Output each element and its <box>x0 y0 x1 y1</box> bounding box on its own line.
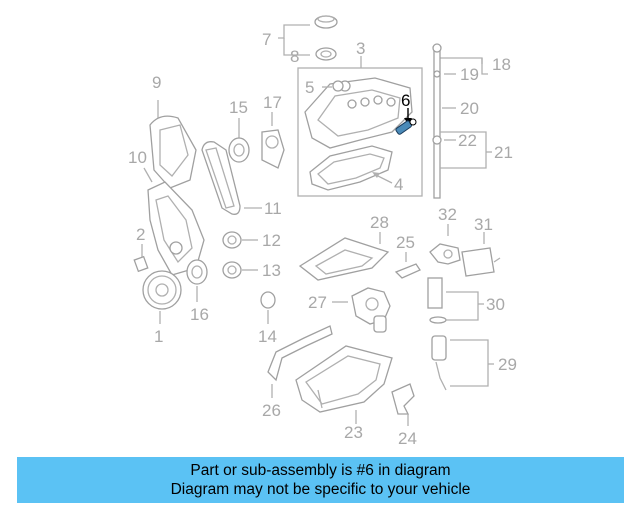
banner-line-1: Part or sub-assembly is #6 in diagram <box>190 462 451 479</box>
timing-cover-upper-part <box>149 115 197 189</box>
callout-5: 5 <box>305 78 314 97</box>
valve-cover-group-box <box>297 67 423 197</box>
callout-28: 28 <box>370 213 389 232</box>
callout-6: 6 <box>401 91 410 110</box>
callout-11: 11 <box>264 199 282 218</box>
oil-baffle-part <box>298 237 390 281</box>
callout-8: 8 <box>290 47 299 66</box>
callout-14: 14 <box>258 327 277 346</box>
callout-21: 21 <box>494 143 513 162</box>
callout-24: 24 <box>398 429 417 448</box>
engine-parts-diagram: 1 2 3 4 5 6 7 8 9 10 11 12 13 14 15 16 1… <box>128 15 517 448</box>
callout-2: 2 <box>136 225 145 244</box>
callout-31: 31 <box>474 215 493 234</box>
callout-27: 27 <box>308 293 327 312</box>
callout-20: 20 <box>460 99 479 118</box>
crank-pulley-part <box>142 270 182 310</box>
callout-9: 9 <box>152 73 161 92</box>
callout-3: 3 <box>356 39 365 58</box>
valve-cover-gasket-part <box>309 145 393 191</box>
oil-pump-part <box>351 287 391 325</box>
callout-19: 19 <box>460 65 479 84</box>
banner-line-2: Diagram may not be specific to your vehi… <box>170 481 471 498</box>
callout-17: 17 <box>263 93 282 112</box>
callout-12: 12 <box>262 231 281 250</box>
callout-10: 10 <box>128 148 147 167</box>
callout-15: 15 <box>229 98 248 117</box>
callout-16: 16 <box>190 305 209 324</box>
callout-18: 18 <box>492 55 511 74</box>
oil-pan-part <box>295 345 393 413</box>
info-banner: Part or sub-assembly is #6 in diagram Di… <box>17 457 624 503</box>
callout-22: 22 <box>458 131 477 150</box>
callout-1: 1 <box>154 327 163 346</box>
callout-26: 26 <box>262 401 281 420</box>
callout-32: 32 <box>438 205 457 224</box>
valve-cover-part <box>304 77 413 149</box>
callout-23: 23 <box>344 423 363 442</box>
callout-30: 30 <box>486 295 505 314</box>
callout-13: 13 <box>262 261 281 280</box>
callout-7: 7 <box>262 30 271 49</box>
callout-29: 29 <box>498 355 517 374</box>
oil-pan-gasket-part <box>267 325 333 382</box>
highlighted-part-6 <box>395 118 417 135</box>
callout-4: 4 <box>394 175 403 194</box>
callout-25: 25 <box>396 233 415 252</box>
